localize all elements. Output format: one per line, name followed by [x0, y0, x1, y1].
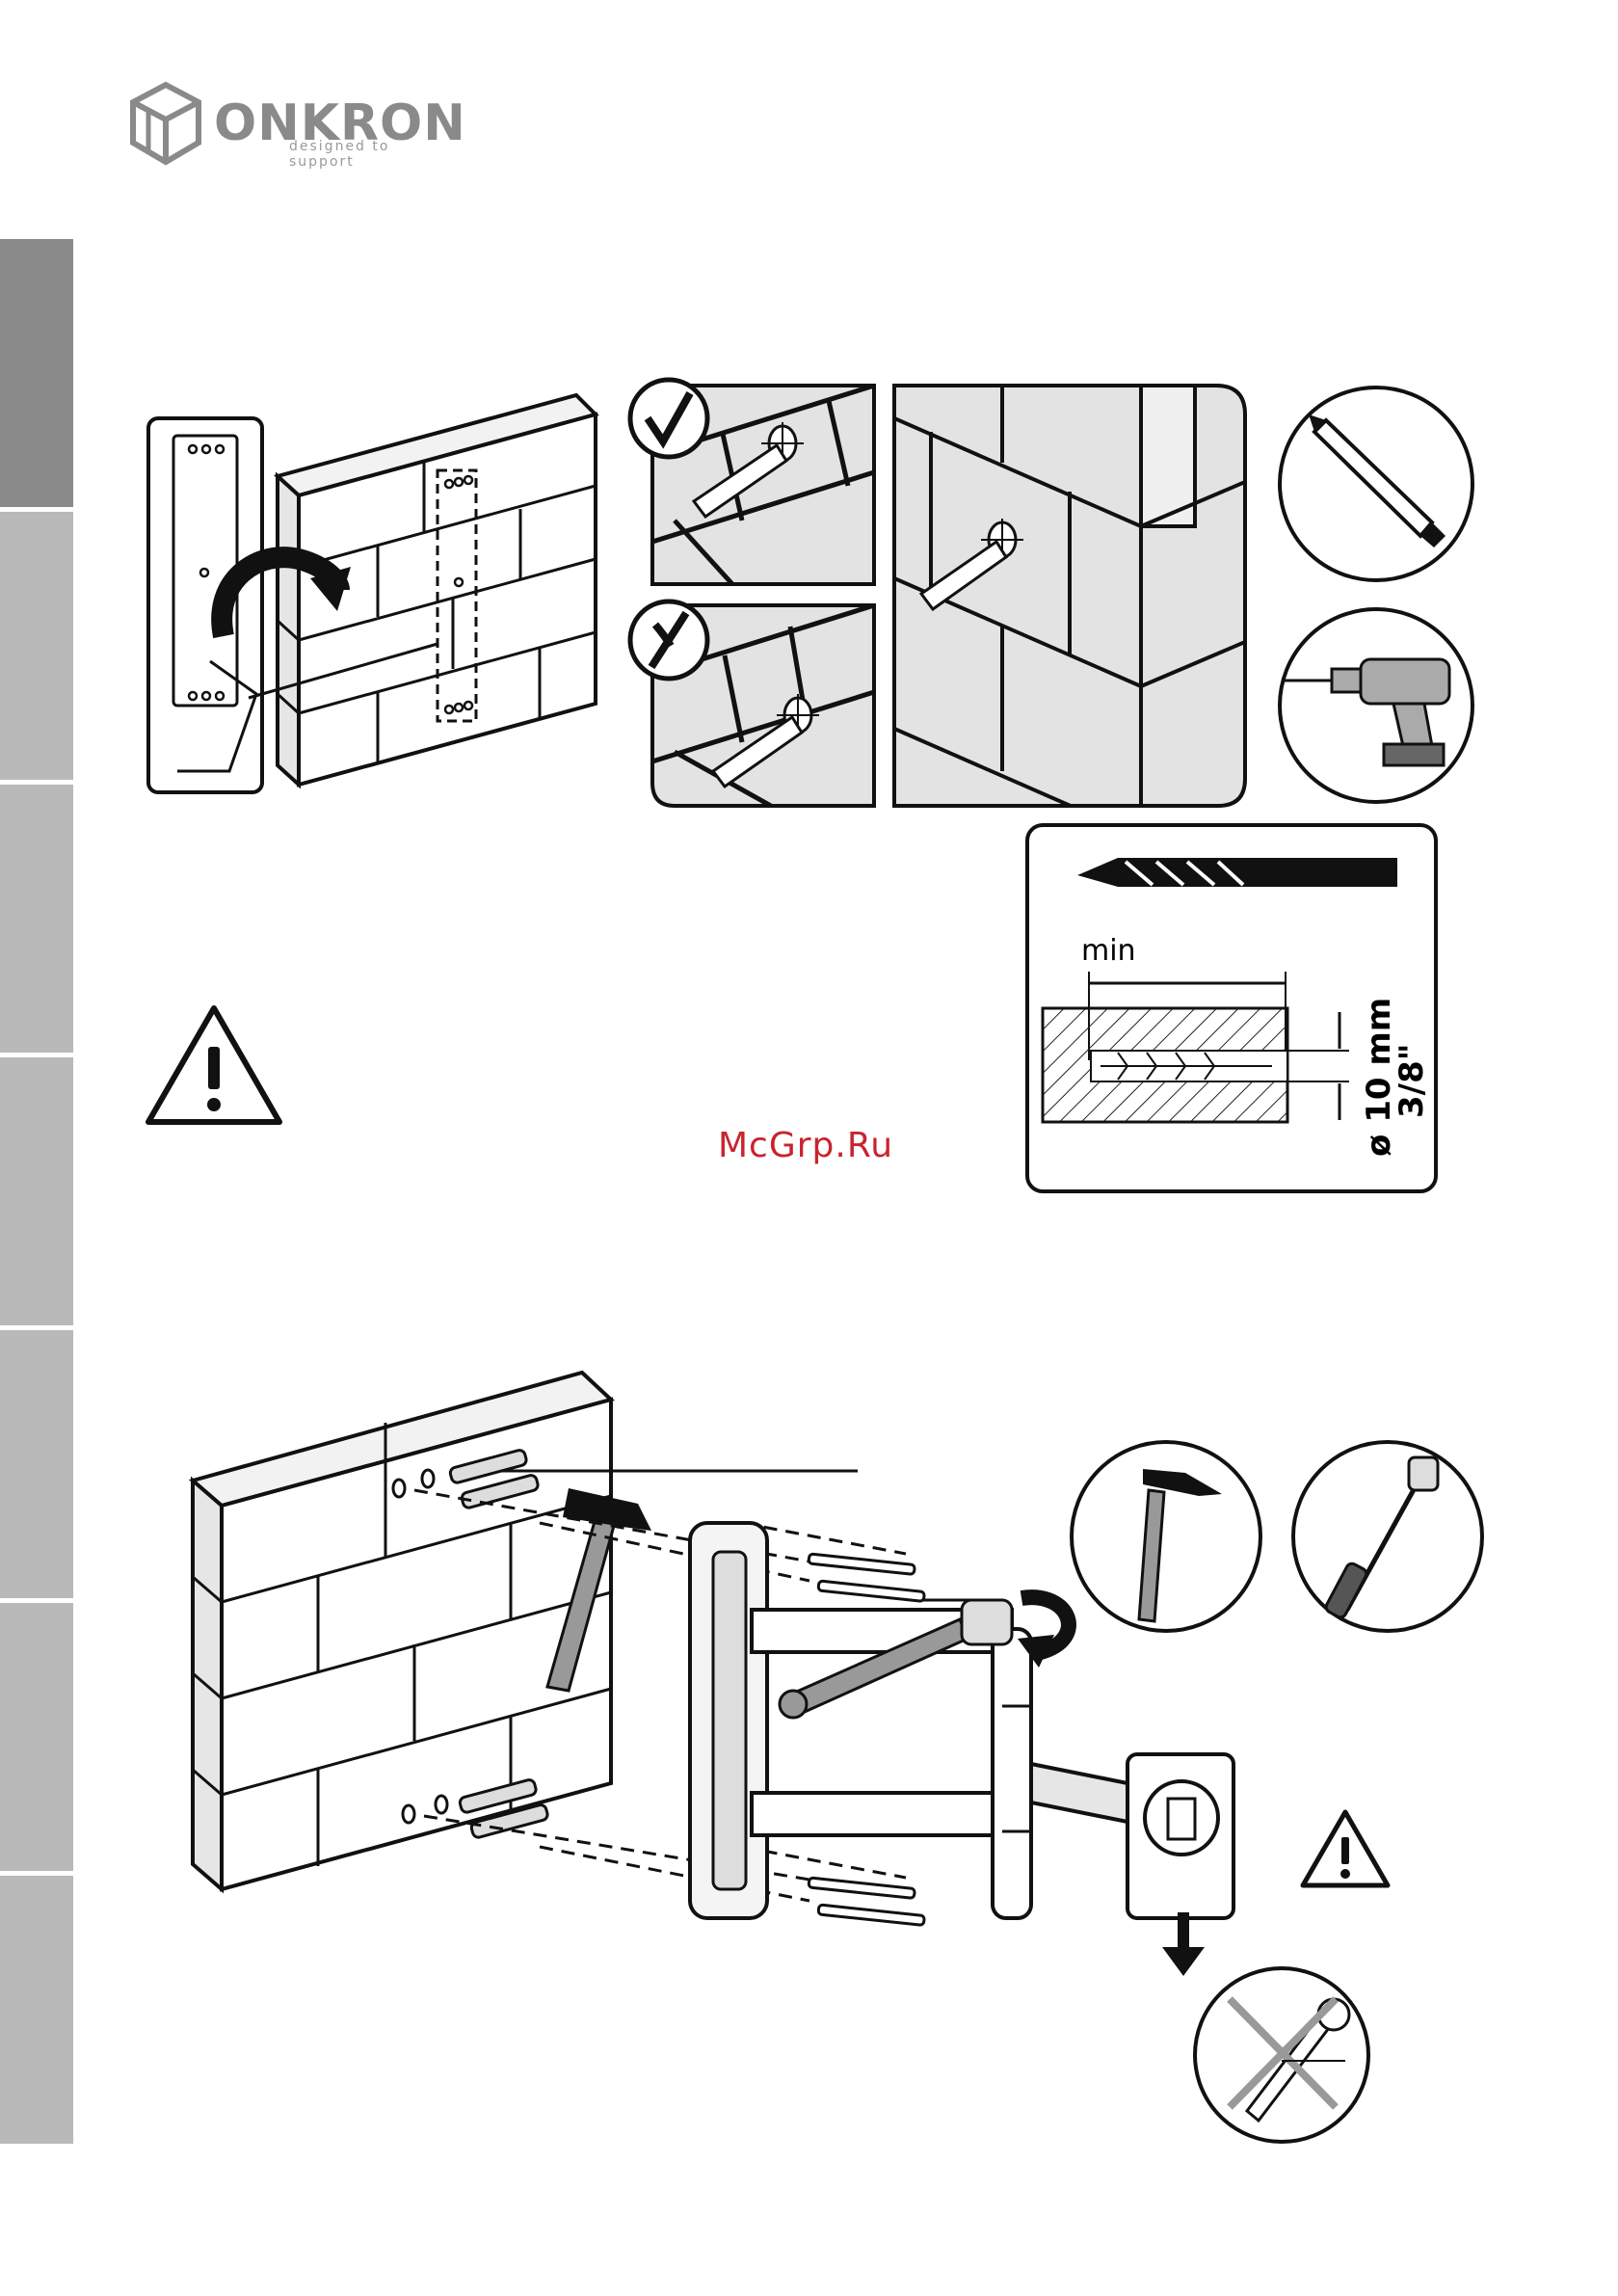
warning-triangle-icon [148, 1008, 279, 1122]
socket-wrench-icon [1293, 1442, 1482, 1631]
down-arrow-icon [1162, 1912, 1205, 1976]
min-depth-label: min [1081, 934, 1136, 968]
wrench-prohibited-icon [1195, 1968, 1368, 2142]
warning-triangle-icon [1303, 1812, 1388, 1885]
mounting-template [148, 418, 262, 792]
wrong-marking-panel [630, 601, 874, 806]
drill-icon [1280, 609, 1472, 802]
correct-marking-panel [630, 380, 874, 584]
hammer-icon [1072, 1442, 1260, 1631]
pencil-icon [1280, 387, 1472, 580]
imperial-diameter-label: 3/8" [1393, 1044, 1431, 1118]
wall-corner-panel [894, 386, 1245, 837]
brick-wall [249, 395, 596, 785]
drill-depth-spec: min ø 10 mm 3/8" [1027, 825, 1436, 1191]
watermark-text: McGrp.Ru [718, 1126, 893, 1165]
